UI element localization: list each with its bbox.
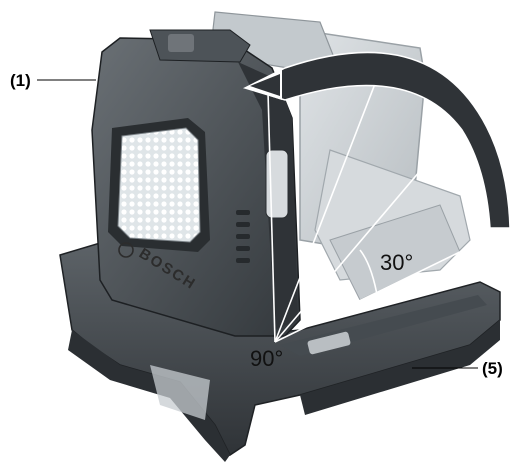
- angle-label-30: 30°: [380, 250, 413, 275]
- curved-arrow-icon: [242, 51, 511, 229]
- callout-5-label: (5): [482, 359, 503, 378]
- led-panel: [108, 118, 210, 252]
- angle-label-90: 90°: [250, 346, 283, 371]
- callout-5: (5): [412, 359, 503, 378]
- callout-1: (1): [10, 71, 96, 90]
- angle-lines: [267, 57, 506, 343]
- callout-1-label: (1): [10, 71, 31, 90]
